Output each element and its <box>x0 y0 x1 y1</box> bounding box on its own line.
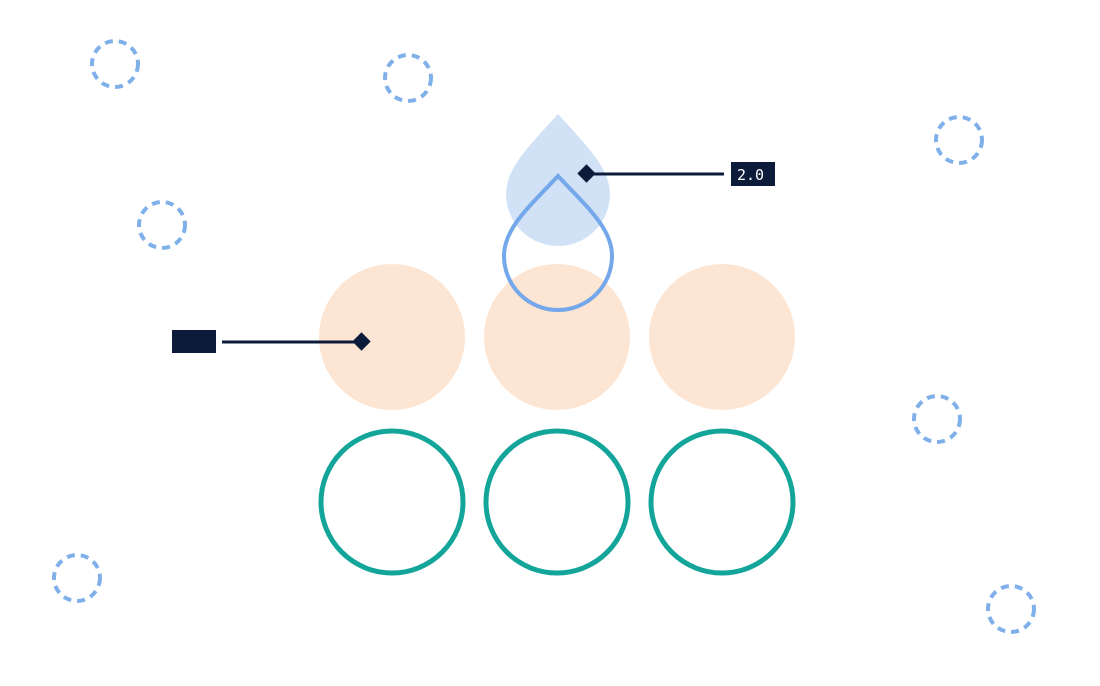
callout-right-label: 2.0 <box>737 166 764 184</box>
callout-right-marker <box>577 164 596 183</box>
teal-ring-left <box>318 428 466 576</box>
teal-ring-right <box>648 428 796 576</box>
dashed-circle-group <box>52 39 1036 634</box>
teal-ring-row <box>318 428 796 576</box>
dashed-circle-icon <box>137 200 187 250</box>
callout-left <box>172 330 371 353</box>
dashed-circle-icon <box>52 553 102 603</box>
teal-ring-middle <box>483 428 631 576</box>
dashed-circle-icon <box>912 394 962 444</box>
dashed-circle-icon <box>986 584 1036 634</box>
callout-left-label-box <box>172 330 216 353</box>
peach-circle-row <box>319 264 795 410</box>
peach-circle-left <box>319 264 465 410</box>
dashed-circle-icon <box>934 115 984 165</box>
peach-circle-middle <box>484 264 630 410</box>
water-drop-outline-icon <box>501 173 615 312</box>
dashed-circle-icon <box>383 53 433 103</box>
peach-circle-right <box>649 264 795 410</box>
dashed-circle-icon <box>90 39 140 89</box>
callout-right-label-box <box>731 162 775 186</box>
callout-right: 2.0 <box>577 162 775 186</box>
water-drop-icon <box>506 114 610 246</box>
callout-left-marker <box>352 332 371 351</box>
